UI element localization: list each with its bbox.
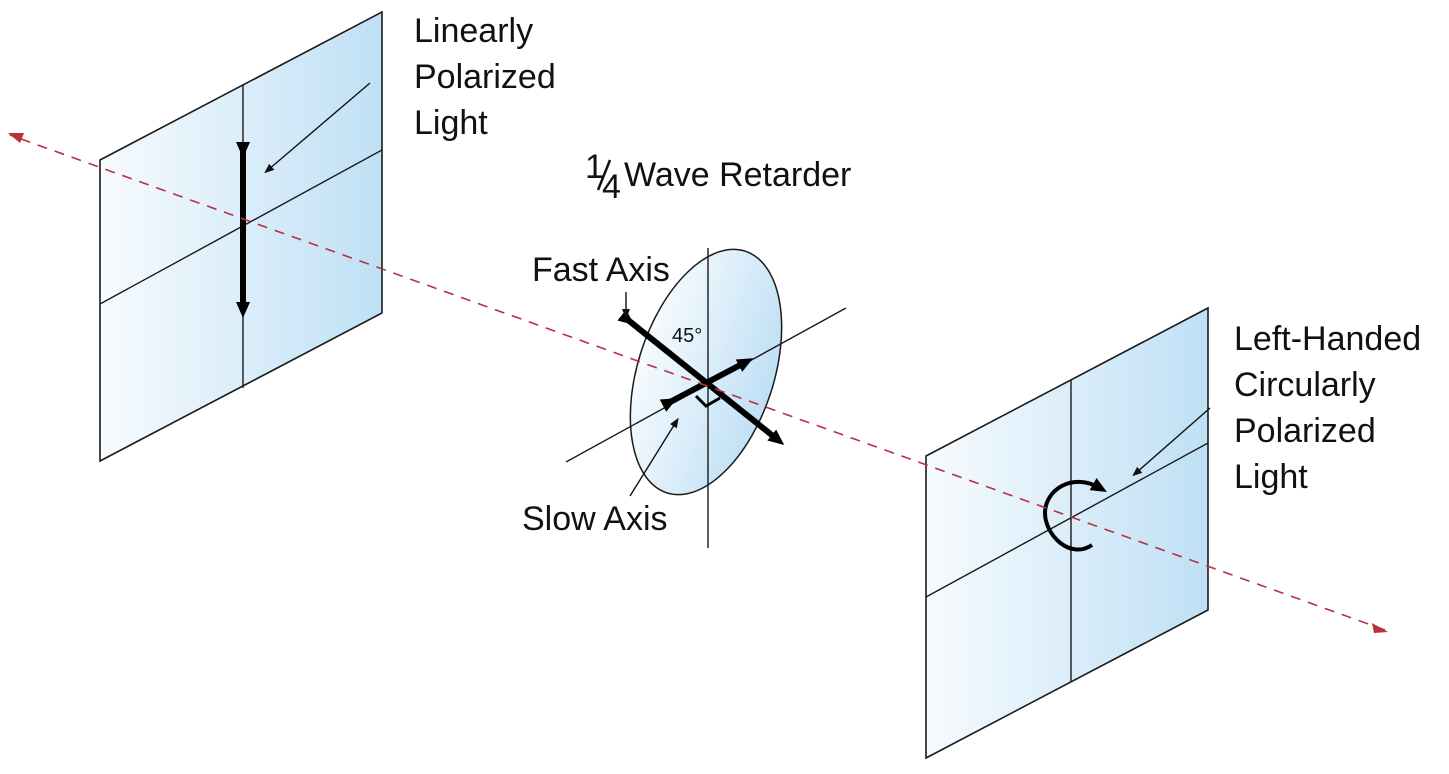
fast-axis-label: Fast Axis — [532, 251, 670, 289]
pane-horizontal-axis — [925, 442, 1209, 598]
circular-label-line3: Polarized — [1234, 412, 1376, 450]
retarder-fraction-numerator: 1 — [585, 148, 604, 186]
fraction-slash — [596, 159, 612, 191]
linear-label-line2: Polarized — [414, 58, 556, 96]
circular-pointer — [1132, 407, 1211, 477]
slow-axis-pointer — [629, 417, 679, 497]
light-beam — [9, 134, 1386, 631]
linear-pointer — [264, 82, 371, 174]
beam-arrow-left-icon — [8, 133, 24, 143]
slow-axis-label: Slow Axis — [522, 500, 668, 538]
circular-label-line1: Left-Handed — [1234, 320, 1421, 358]
retarder-fraction-denominator: 4 — [602, 168, 621, 206]
right-angle-marker — [694, 394, 721, 408]
slow-axis-arrow — [659, 358, 754, 412]
circular-label-line4: Light — [1234, 458, 1308, 496]
retarder-title: Wave Retarder — [624, 156, 851, 194]
linear-label-line3: Light — [414, 104, 488, 142]
angle-label: 45° — [672, 325, 702, 347]
circular-rotation-arrow — [1042, 477, 1107, 552]
linear-polarizer-pane — [99, 10, 383, 463]
circular-label-line2: Circularly — [1234, 366, 1376, 404]
circular-polarization-pane — [925, 306, 1209, 760]
beam-arrow-right-icon — [1372, 623, 1388, 633]
linear-label-line1: Linearly — [414, 12, 533, 50]
